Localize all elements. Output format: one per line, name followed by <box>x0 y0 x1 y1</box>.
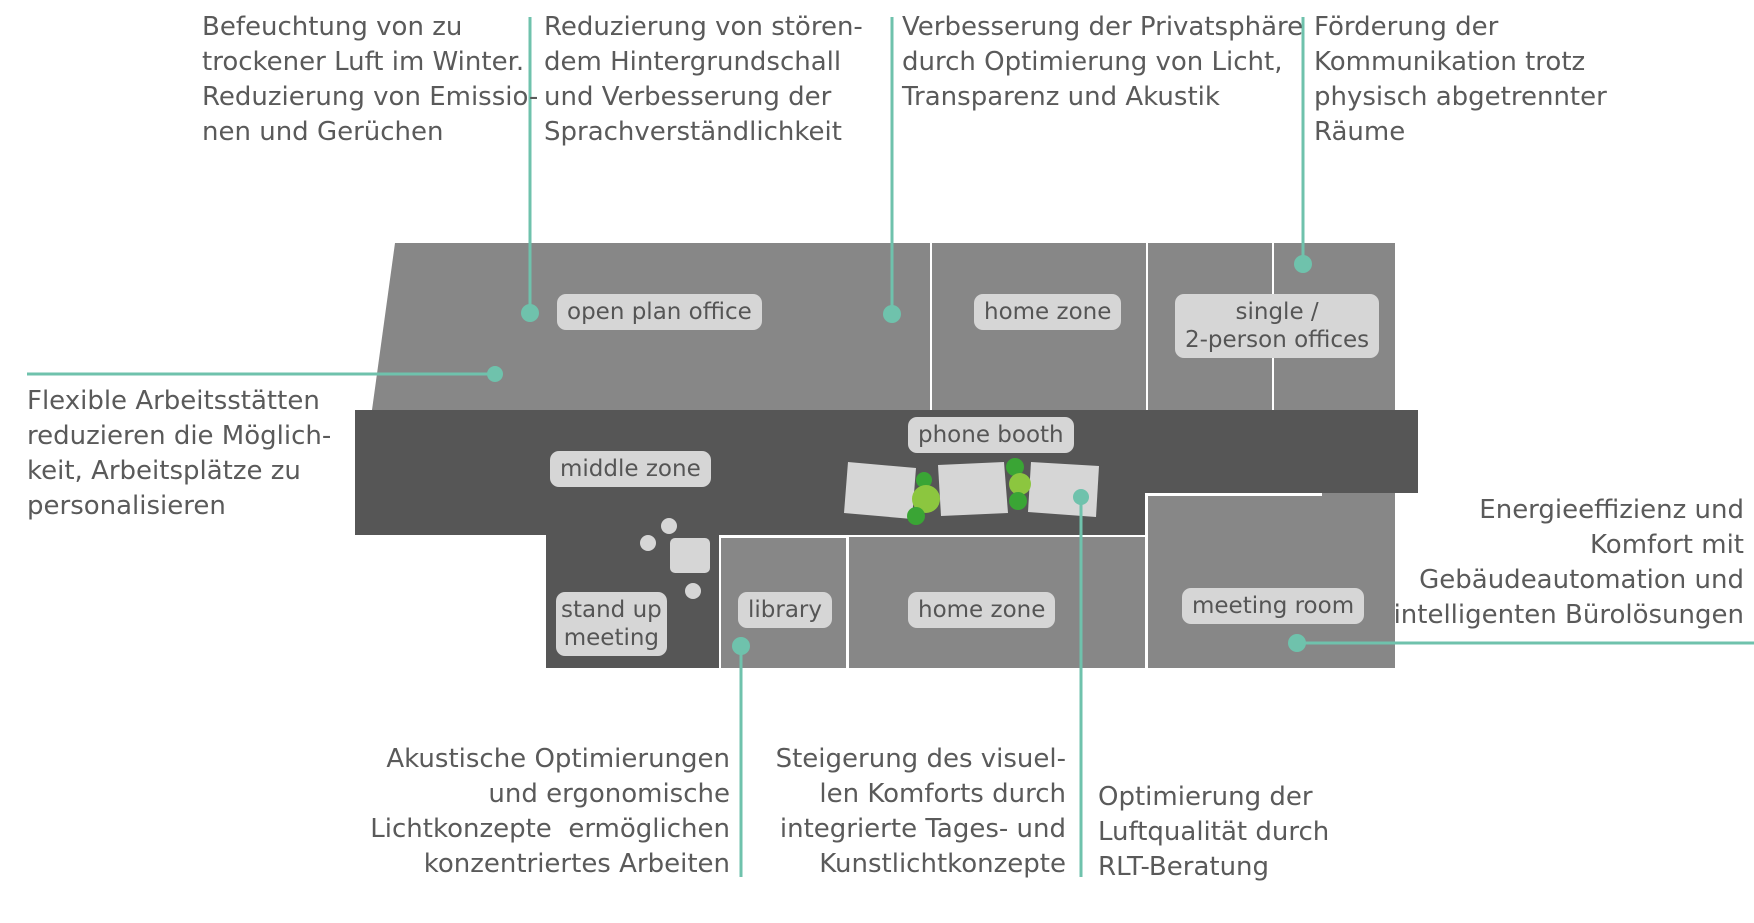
stool-3 <box>685 583 701 599</box>
annotation-air-quality: Optimierung der Luftqualität durch RLT-B… <box>1098 782 1330 882</box>
annotation-privacy: Verbesserung der Privatsphäre durch Opti… <box>902 12 1304 112</box>
label-open-plan-office: open plan office <box>557 294 762 330</box>
label-middle-zone: middle zone <box>550 451 711 487</box>
annotation-communication: Förderung der Kommunikation trotz physis… <box>1314 12 1607 147</box>
plant-6 <box>1009 492 1027 510</box>
plant-3 <box>907 507 925 525</box>
dot-air <box>1073 489 1089 505</box>
leader-lines <box>27 17 1754 877</box>
dot-humidification <box>521 304 539 322</box>
dot-energy <box>1288 634 1306 652</box>
annotation-humidification: Befeuchtung von zu trockener Luft im Win… <box>202 12 539 147</box>
label-library: library <box>738 592 832 628</box>
label-home-zone-top: home zone <box>974 294 1122 330</box>
phone-booth-cabin-2 <box>938 462 1008 516</box>
annotation-visual-comfort: Steigerung des visuel- len Komforts durc… <box>775 744 1066 879</box>
top-floor-area <box>372 243 1395 410</box>
dot-communication <box>1294 255 1312 273</box>
stand-up-table <box>670 538 710 573</box>
label-single-offices: single / 2-person offices <box>1175 294 1380 358</box>
dot-acoustic <box>732 637 750 655</box>
plant-4 <box>1006 458 1024 476</box>
annotation-energy-efficiency: Energieeffizienz und Komfort mit Gebäude… <box>1393 495 1744 630</box>
plant-1 <box>916 472 932 488</box>
annotation-background-noise: Reduzierung von stören- dem Hintergrunds… <box>544 12 863 147</box>
label-home-zone-bottom: home zone <box>908 592 1056 628</box>
dot-flexible <box>487 366 503 382</box>
leader-dots <box>487 255 1312 655</box>
plant-2 <box>912 485 940 513</box>
label-phone-booth: phone booth <box>908 417 1074 453</box>
meeting-room-area <box>1147 493 1395 668</box>
annotation-flexible-workplaces: Flexible Arbeitsstätten reduzieren die M… <box>27 386 332 521</box>
library-outline <box>719 536 848 668</box>
phone-booth-cabin-1 <box>844 462 916 519</box>
dot-privacy <box>883 305 901 323</box>
label-stand-up-meeting: stand up meeting <box>556 592 667 656</box>
annotation-acoustic-optimization: Akustische Optimierungen und ergonomisch… <box>370 744 730 879</box>
plant-5 <box>1009 473 1031 495</box>
stool-1 <box>661 518 677 534</box>
stool-2 <box>640 535 656 551</box>
phone-booth-cabin-3 <box>1028 462 1099 517</box>
label-meeting-room: meeting room <box>1182 588 1365 624</box>
